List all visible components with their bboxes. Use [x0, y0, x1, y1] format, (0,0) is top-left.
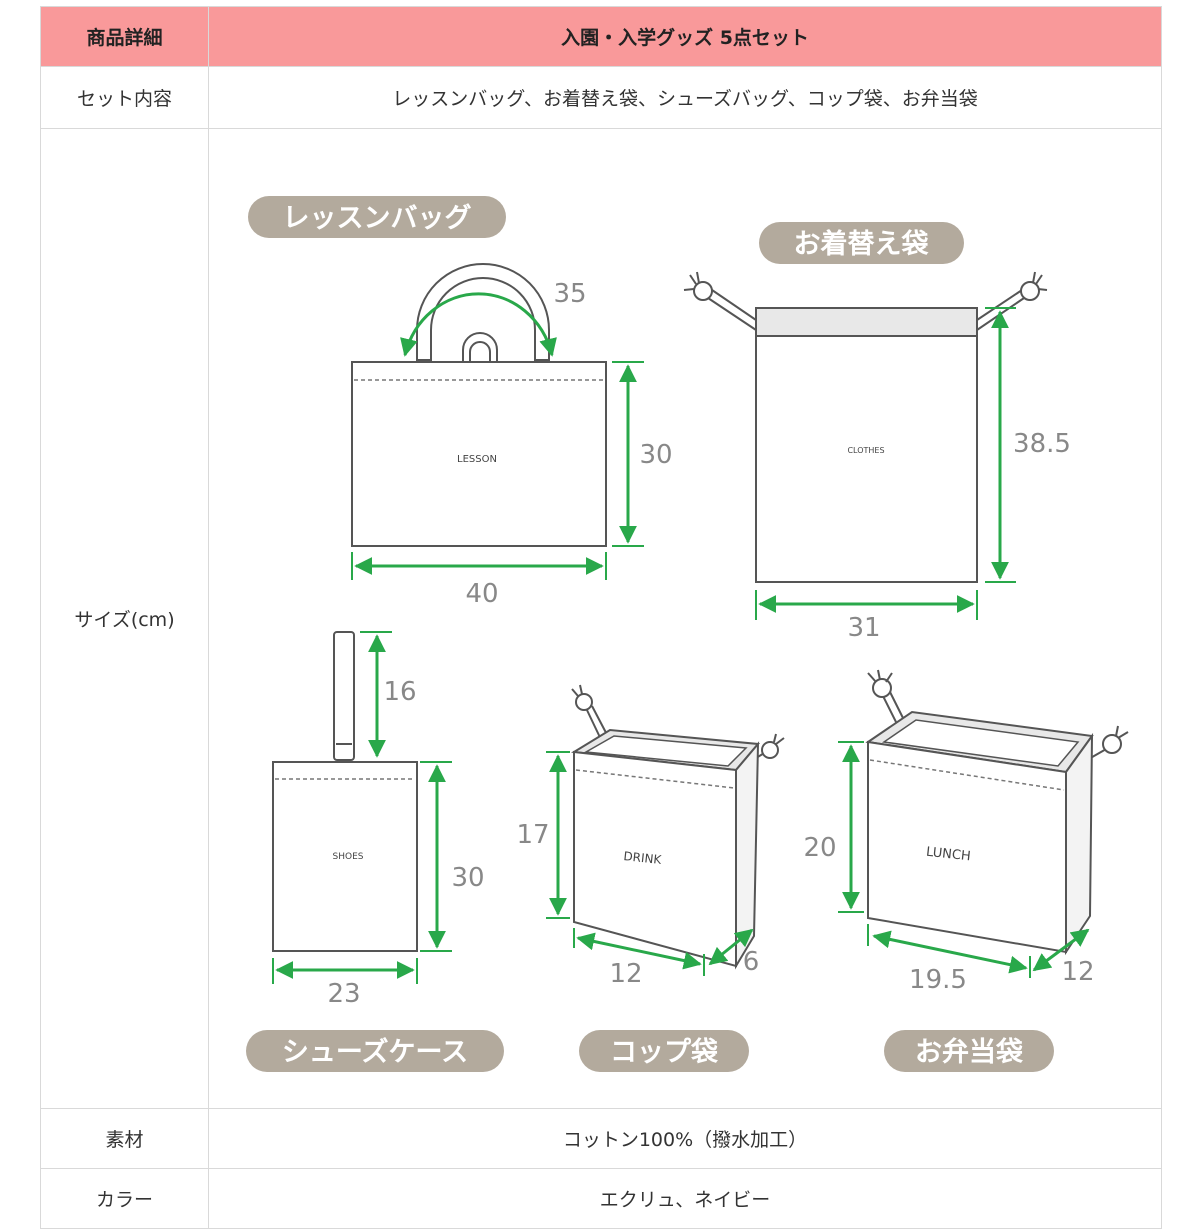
size-diagram-cell	[208, 128, 1162, 1109]
header-label: 商品詳細	[40, 6, 209, 67]
set-row: セット内容 レッスンバッグ、お着替え袋、シューズバッグ、コップ袋、お弁当袋	[40, 66, 1162, 129]
material-row: 素材 コットン100%（撥水加工）	[40, 1108, 1162, 1169]
header-value: 入園・入学グッズ 5点セット	[208, 6, 1162, 67]
material-label: 素材	[40, 1108, 209, 1169]
color-row: カラー エクリュ、ネイビー	[40, 1168, 1162, 1229]
set-value: レッスンバッグ、お着替え袋、シューズバッグ、コップ袋、お弁当袋	[208, 66, 1162, 129]
set-label: セット内容	[40, 66, 209, 129]
color-label: カラー	[40, 1168, 209, 1229]
header-row: 商品詳細 入園・入学グッズ 5点セット	[40, 6, 1162, 67]
color-value: エクリュ、ネイビー	[208, 1168, 1162, 1229]
material-value: コットン100%（撥水加工）	[208, 1108, 1162, 1169]
size-row: サイズ(cm)	[40, 128, 1162, 1109]
product-detail-table: 商品詳細 入園・入学グッズ 5点セット セット内容 レッスンバッグ、お着替え袋、…	[40, 6, 1162, 1229]
size-label: サイズ(cm)	[40, 128, 209, 1109]
